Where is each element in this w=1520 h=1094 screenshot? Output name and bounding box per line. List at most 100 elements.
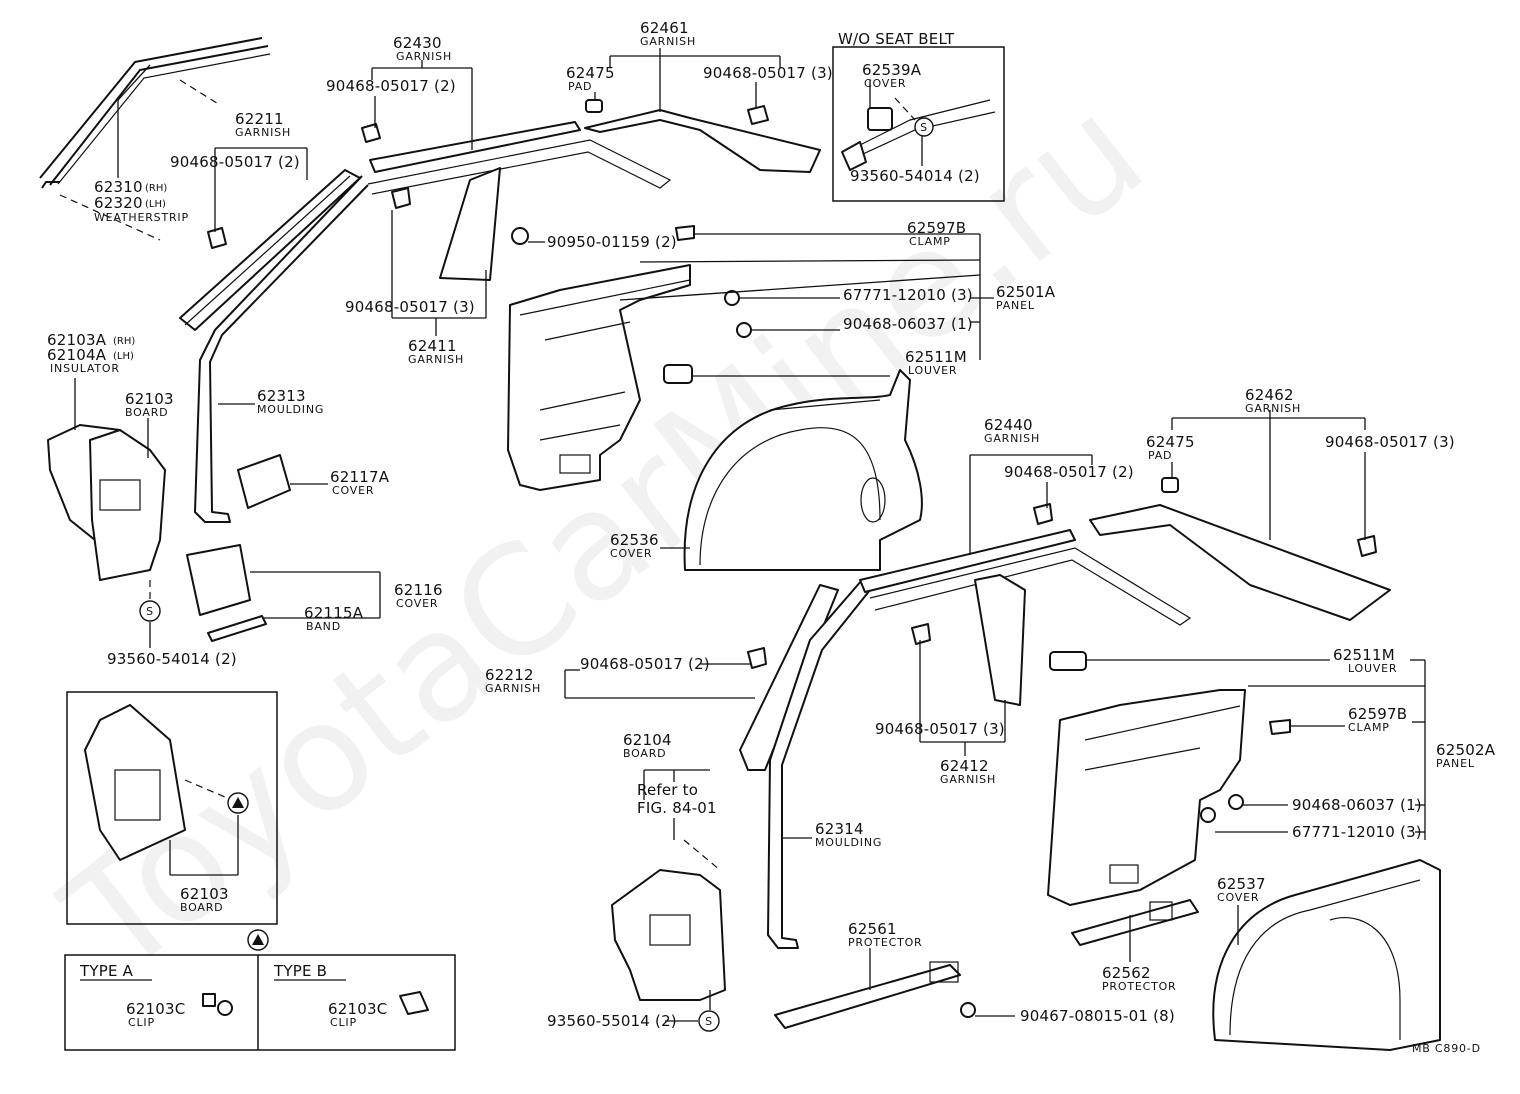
type-b-part: 62103C: [328, 1000, 387, 1018]
pad-62475-b: [1161, 477, 1179, 493]
svg-text:PROTECTOR: PROTECTOR: [848, 936, 923, 949]
label-90468-b: 90468-05017 (3): [703, 64, 833, 82]
garnish-62411: [439, 167, 501, 281]
svg-text:(LH): (LH): [145, 199, 166, 210]
s-mark-2: S: [698, 1010, 720, 1032]
label-62115A: 62115A: [304, 604, 364, 622]
label-62461: 62461: [640, 19, 689, 37]
label-62597B-b: 62597B: [1348, 705, 1407, 723]
type-table: [64, 954, 456, 1051]
label-67771-a: 67771-12010 (3): [843, 286, 973, 304]
clip-90467: [960, 1002, 976, 1018]
svg-text:PANEL: PANEL: [996, 299, 1035, 312]
garnish-62462: [1089, 504, 1391, 621]
svg-text:COVER: COVER: [864, 77, 906, 90]
svg-text:GARNISH: GARNISH: [640, 35, 696, 48]
svg-text:CLIP: CLIP: [330, 1016, 357, 1029]
label-62539A: 62539A: [862, 61, 922, 79]
label-93560-b: 93560-55014 (2): [547, 1012, 677, 1030]
svg-text:PANEL: PANEL: [1436, 757, 1475, 770]
s-mark-3: S: [914, 117, 934, 137]
svg-text:COVER: COVER: [610, 547, 652, 560]
label-93560-inset: 93560-54014 (2): [850, 167, 980, 185]
svg-text:MOULDING: MOULDING: [257, 403, 324, 416]
moulding-62314: [767, 579, 871, 949]
clip-62103C-b: [399, 991, 429, 1015]
label-62211: 62211: [235, 110, 284, 128]
label-62117A: 62117A: [330, 468, 390, 486]
svg-text:BOARD: BOARD: [623, 747, 666, 760]
band-62115A: [207, 615, 267, 642]
moulding-62313: [194, 175, 369, 523]
svg-text:COVER: COVER: [1217, 891, 1259, 904]
label-62103-inset: 62103: [180, 885, 229, 903]
cover-62537: [1212, 859, 1441, 1051]
svg-text:INSULATOR: INSULATOR: [50, 362, 120, 375]
label-62314: 62314: [815, 820, 864, 838]
type-b-label: TYPE B: [273, 962, 327, 980]
svg-text:S: S: [705, 1015, 713, 1028]
svg-text:COVER: COVER: [332, 484, 374, 497]
clip-62103C-a: [202, 993, 216, 1007]
label-62440: 62440: [984, 416, 1033, 434]
garnish-62211: [179, 169, 361, 331]
svg-text:LOUVER: LOUVER: [908, 364, 957, 377]
clip-90468-f: [1357, 535, 1377, 557]
board-62103: [89, 429, 166, 581]
label-62310: 62310: [94, 178, 143, 196]
label-90468-e: 90468-05017 (2): [1004, 463, 1134, 481]
cover-62536: [683, 369, 923, 571]
clip-90468-06037-b: [1228, 794, 1244, 810]
svg-text:PAD: PAD: [1148, 449, 1172, 462]
louver-62511M-a: [663, 364, 693, 384]
label-90468-g: 90468-05017 (2): [580, 655, 710, 673]
protector-62561: [774, 964, 961, 1029]
svg-text:GARNISH: GARNISH: [485, 682, 541, 695]
board-inset-box: [66, 691, 278, 925]
refer-to-text: Refer to: [637, 781, 698, 799]
label-90468-f: 90468-05017 (3): [1325, 433, 1455, 451]
louver-62511M-b: [1049, 651, 1087, 671]
clip-90468-d: [391, 187, 411, 209]
svg-text:CLAMP: CLAMP: [1348, 721, 1390, 734]
svg-text:GARNISH: GARNISH: [940, 773, 996, 786]
garnish-62461: [584, 109, 821, 173]
part-drawings: [39, 37, 1441, 1051]
clip-90468-06037-a: [736, 322, 752, 338]
label-93560-a: 93560-54014 (2): [107, 650, 237, 668]
cover-62539A-drawing: [867, 107, 893, 131]
refer-fig-text: FIG. 84-01: [637, 799, 717, 817]
cover-62117A: [237, 454, 291, 509]
labels: 62461 GARNISH 62430 GARNISH 62475 PAD 90…: [47, 19, 1496, 1055]
cover-62116: [186, 544, 251, 616]
label-90468-d: 90468-05017 (3): [345, 298, 475, 316]
svg-text:BOARD: BOARD: [125, 406, 168, 419]
clip-90950: [511, 227, 529, 245]
clip-67771-b: [1200, 807, 1216, 823]
clip-90468-c: [207, 227, 227, 249]
svg-text:WEATHERSTRIP: WEATHERSTRIP: [94, 211, 189, 224]
weatherstrip-62310: [39, 37, 269, 189]
s-mark-1: S: [139, 600, 161, 622]
svg-text:LOUVER: LOUVER: [1348, 662, 1397, 675]
clip-90468-a: [361, 123, 381, 143]
label-90468-h: 90468-05017 (3): [875, 720, 1005, 738]
triangle-mark-2: [247, 929, 269, 951]
clip-90468-e: [1033, 503, 1053, 525]
triangle-mark-1: [227, 792, 249, 814]
label-90468-06037-b: 90468-06037 (1): [1292, 796, 1422, 814]
svg-text:(LH): (LH): [113, 351, 134, 362]
label-62313: 62313: [257, 387, 306, 405]
seatbelt-inset-title: W/O SEAT BELT: [838, 30, 955, 48]
panel-62501A: [507, 264, 691, 491]
diagram-code: MB C890-D: [1412, 1042, 1481, 1055]
svg-text:GARNISH: GARNISH: [396, 50, 452, 63]
panel-62502A: [1047, 689, 1246, 906]
clip-90468-h: [911, 623, 931, 645]
svg-text:(RH): (RH): [145, 183, 167, 194]
svg-text:CLAMP: CLAMP: [909, 235, 951, 248]
leader-lines: [59, 48, 1426, 1022]
svg-text:GARNISH: GARNISH: [408, 353, 464, 366]
label-62411: 62411: [408, 337, 457, 355]
